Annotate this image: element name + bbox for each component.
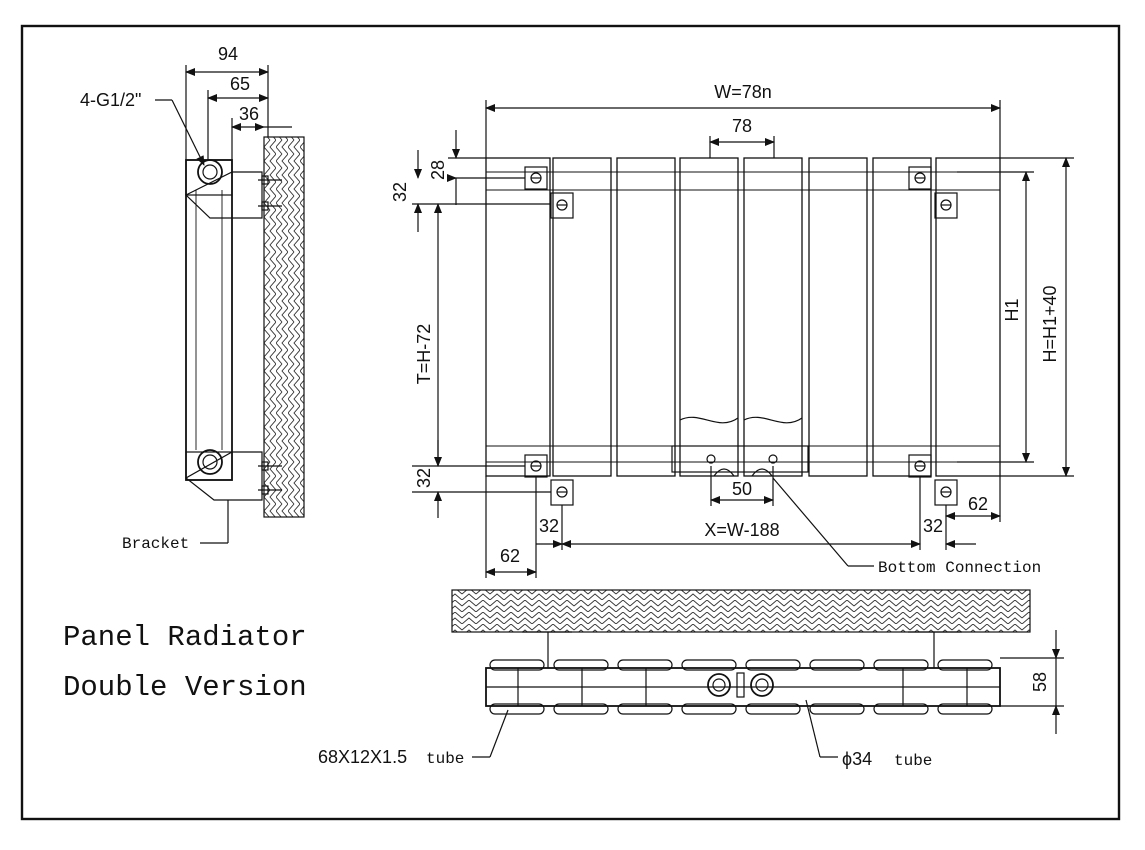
h1-label: H1 [1002,298,1022,321]
dim-36: 36 [239,104,259,124]
right-62-label: 62 [968,494,988,514]
bottom-connection-block [671,445,809,473]
top-bracket [184,171,263,219]
panel-5 [743,157,803,477]
connection-thread-label: 4-G1/2" [80,90,141,110]
panel-4 [679,157,739,477]
module-label: 78 [732,116,752,136]
dim-65: 65 [230,74,250,94]
top-view: 58 68X12X1.5 tube ϕ34 tube [318,589,1064,770]
phi-size-label: ϕ34 [842,749,872,769]
side-view: 94 65 36 4-G1/2" Bracket [80,44,305,553]
top-offset-label: 28 [428,160,448,180]
left-62-label: 62 [500,546,520,566]
dim-94: 94 [218,44,238,64]
panel-2 [552,157,612,477]
drawing-frame [20,24,1121,821]
bracket-top-label: 32 [390,182,410,202]
panel-8 [935,157,1001,477]
panel-1 [485,157,551,477]
phi-word-label: tube [894,752,932,770]
height-label: H=H1+40 [1040,285,1060,362]
title-line-1: Panel Radiator [63,621,307,654]
top-wall-section [451,589,1031,633]
bottom-connection-label: Bottom Connection [878,559,1041,577]
right-32-label: 32 [923,516,943,536]
tube-size-label: 68X12X1.5 [318,747,407,767]
tube-word-label: tube [426,750,464,768]
connection-spacing-label: 50 [732,479,752,499]
top-connection-icon [197,159,223,185]
panel-7 [872,157,932,477]
panel-6 [808,157,868,477]
width-label: W=78n [714,82,772,102]
wall-section [263,136,305,518]
panel-3 [616,157,676,477]
pipe-right-icon [750,673,774,697]
center-distance-label: T=H-72 [414,324,434,385]
bottom-bracket [184,451,263,501]
title-line-2: Double Version [63,671,307,704]
bracket-label: Bracket [122,535,189,553]
bottom-connection-icon [197,449,223,475]
bracket-bottom-label: 32 [414,468,434,488]
depth-label: 58 [1030,672,1050,692]
side-radiator-body [185,159,233,481]
left-32-label: 32 [539,516,559,536]
bracket-distance-label: X=W-188 [704,520,779,540]
front-view: W=78n 78 28 32 T=H-72 32 [390,82,1074,578]
pipe-left-icon [707,673,731,697]
